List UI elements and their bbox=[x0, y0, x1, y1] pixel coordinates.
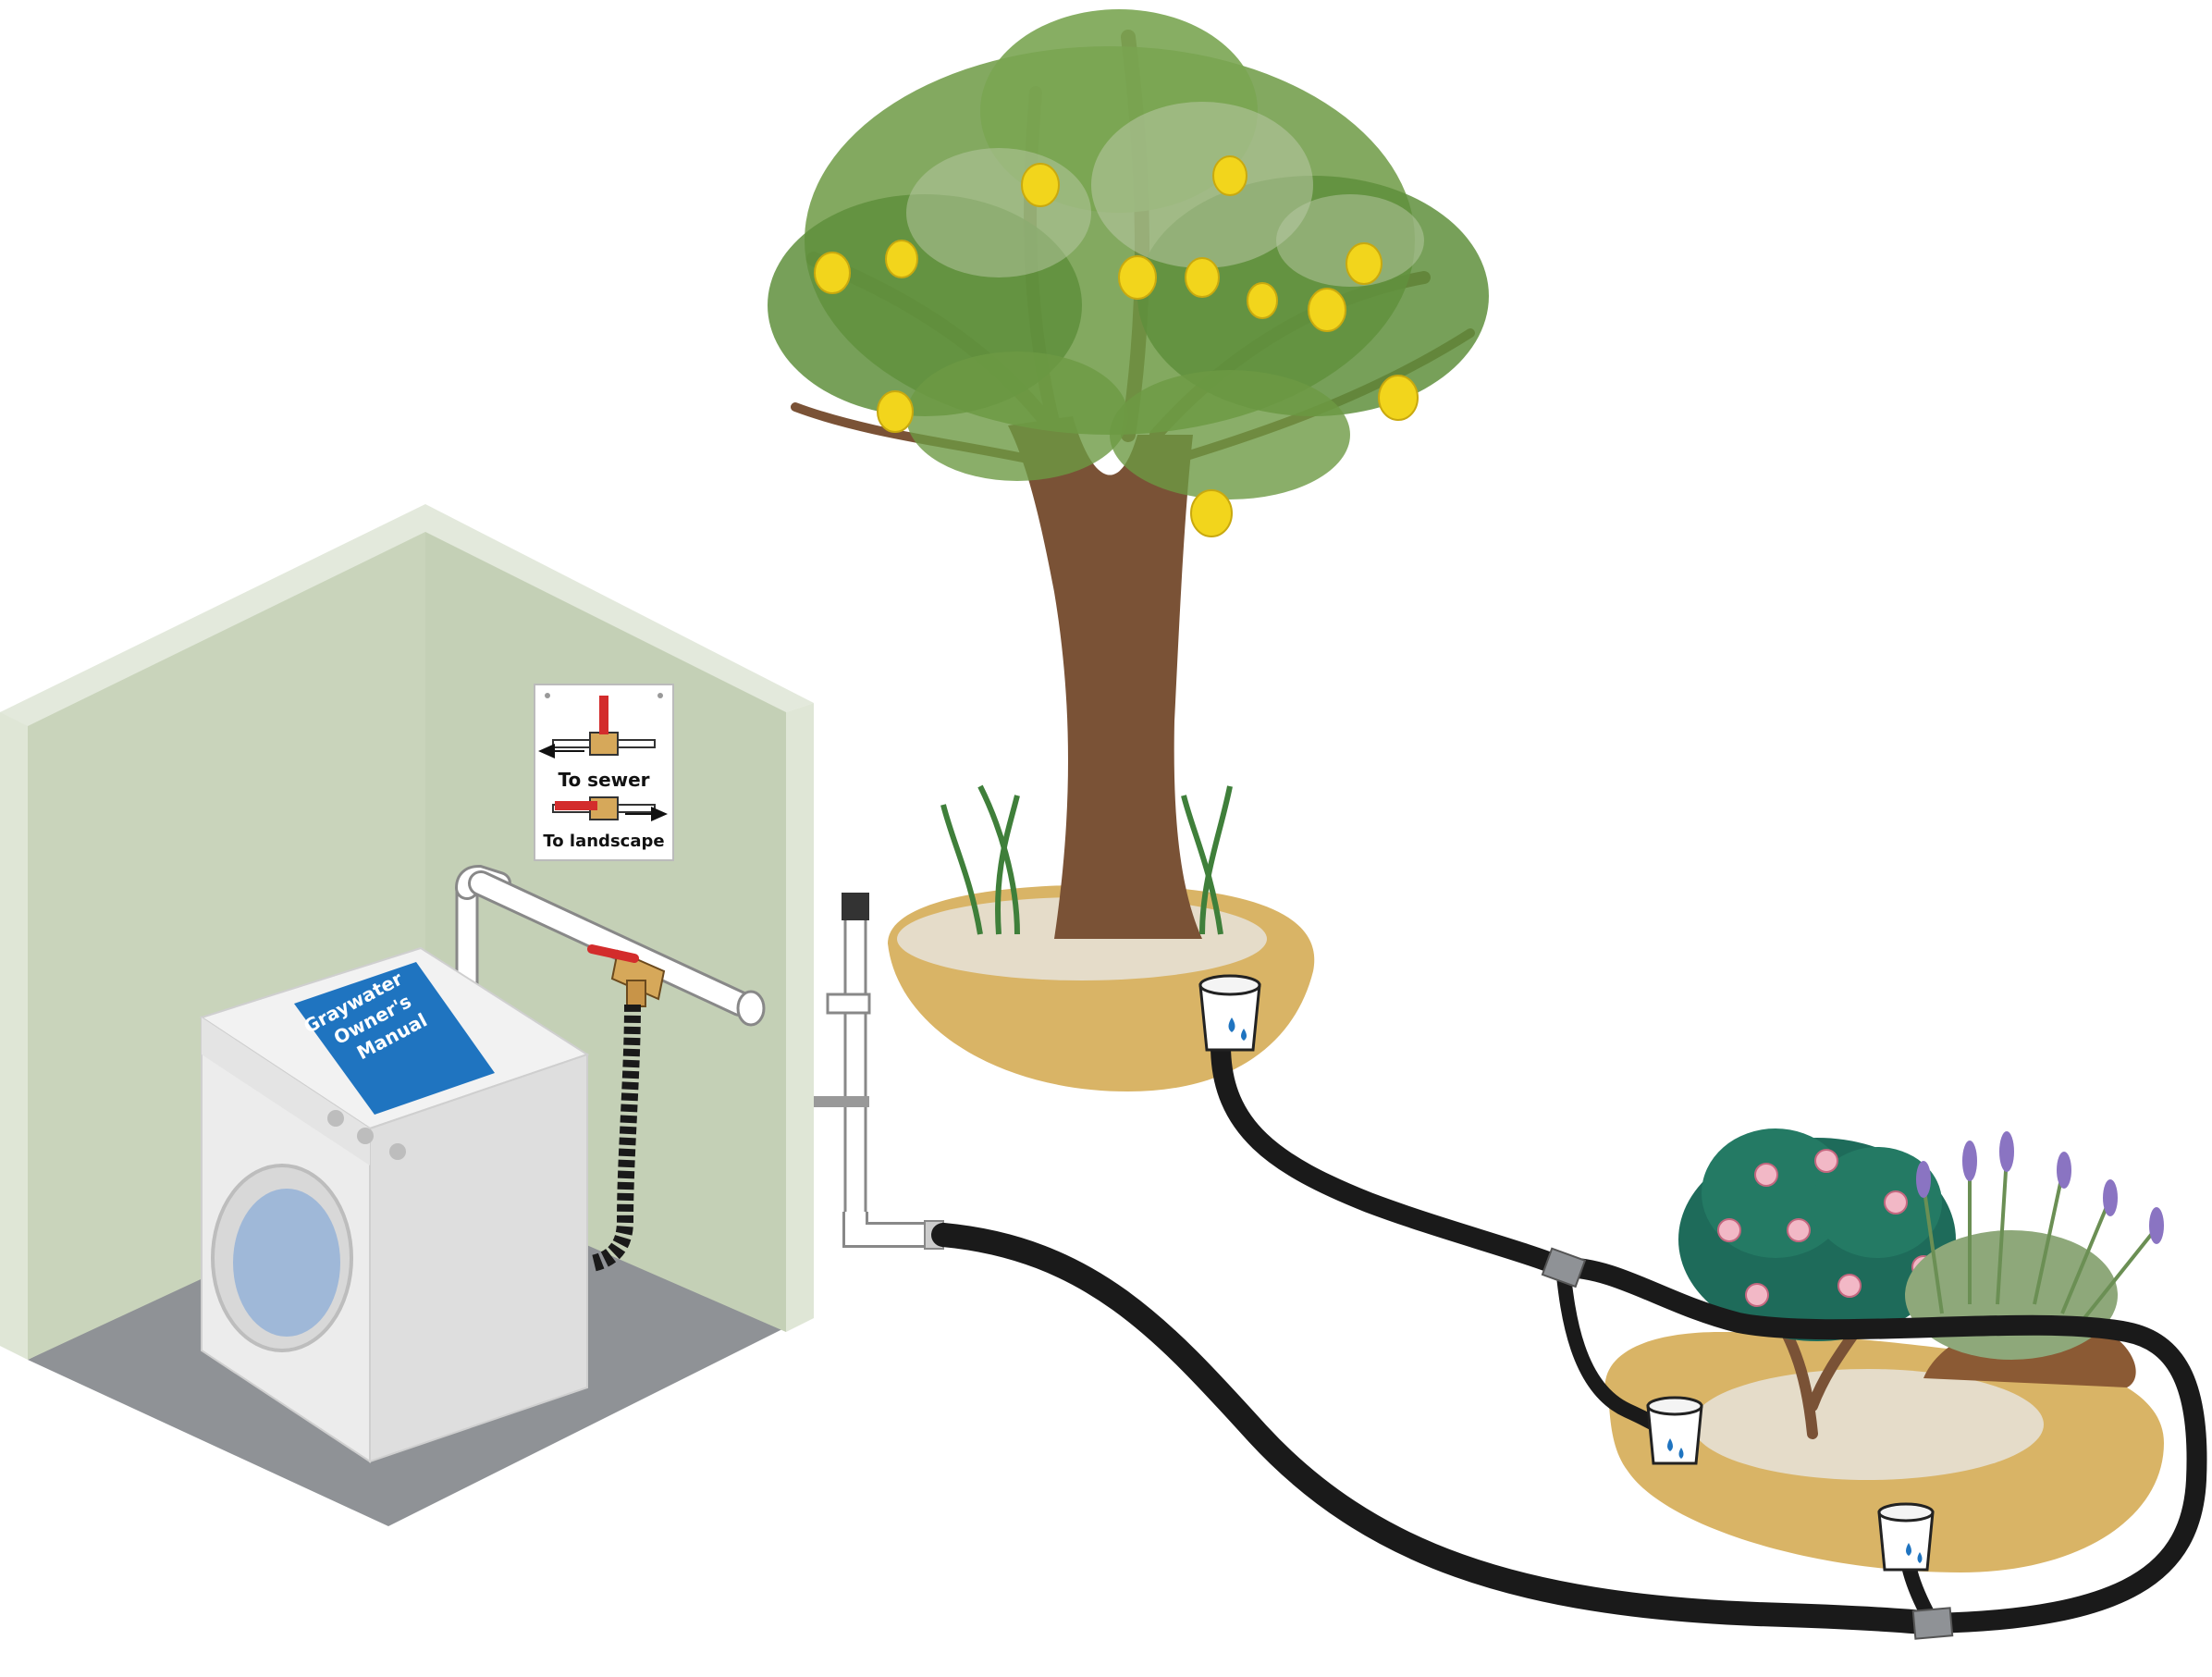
owners-manual-book: Graywater Owner's Manual bbox=[294, 962, 495, 1115]
rose-flower bbox=[1884, 1190, 1908, 1215]
rose-flower bbox=[1717, 1218, 1741, 1242]
lemon bbox=[1346, 242, 1382, 285]
lemon bbox=[1212, 155, 1247, 196]
lemon bbox=[885, 240, 918, 278]
lemon bbox=[1021, 163, 1060, 207]
water-drop-icon bbox=[1678, 1448, 1684, 1459]
mulch-shield-outlets bbox=[1198, 974, 1935, 1572]
lemon bbox=[1118, 255, 1157, 300]
shrub-loop-line bbox=[1553, 1257, 2207, 1634]
room-left-wall bbox=[0, 703, 28, 1360]
hose-tee-fittings bbox=[1541, 1247, 1954, 1640]
water-drop-icon bbox=[1667, 1438, 1673, 1451]
rose-flower bbox=[1814, 1149, 1838, 1173]
tree-branch-line bbox=[1210, 1035, 1573, 1277]
washing-machine bbox=[199, 946, 590, 1463]
lemon bbox=[1378, 375, 1419, 421]
rose-flower bbox=[1754, 1163, 1778, 1187]
rose-flower bbox=[1787, 1218, 1811, 1242]
washer-drain-hose bbox=[589, 1004, 641, 1272]
washer-drain-pipe bbox=[455, 864, 766, 1027]
lavender-spike bbox=[1962, 1141, 1977, 1181]
tee-fitting bbox=[1541, 1247, 1587, 1289]
lemon bbox=[814, 252, 851, 294]
outlet-shield-tree bbox=[1198, 974, 1261, 1052]
lemon bbox=[1247, 282, 1278, 319]
lemon bbox=[877, 390, 914, 433]
main-irrigation-line bbox=[931, 1223, 1945, 1635]
valve-icon-landscape bbox=[552, 796, 668, 821]
tee-fitting bbox=[1911, 1607, 1954, 1640]
lavender-spike bbox=[2057, 1152, 2071, 1189]
water-drop-icon bbox=[1228, 1017, 1235, 1032]
lemon bbox=[1308, 288, 1346, 332]
room-right-wall-edge bbox=[786, 703, 814, 1332]
outlet-shield-shrub-1 bbox=[1646, 1396, 1703, 1465]
washer-door-glass bbox=[233, 1189, 340, 1337]
lavender-spike bbox=[1916, 1161, 1931, 1198]
tree-trunk bbox=[1008, 416, 1202, 939]
outlet-shield-shrub-2 bbox=[1877, 1502, 1935, 1572]
lemon-tree bbox=[768, 9, 1489, 1091]
lemons bbox=[814, 155, 1419, 537]
sign-to-sewer-label: To sewer bbox=[558, 769, 649, 791]
three-way-diverter-valve bbox=[587, 944, 666, 1007]
sign-to-landscape-label: To landscape bbox=[543, 832, 664, 851]
washer-knob bbox=[327, 1110, 344, 1127]
lavender-spike bbox=[1999, 1131, 2014, 1172]
water-drop-icon bbox=[1241, 1029, 1247, 1041]
washer-knob bbox=[357, 1128, 374, 1144]
lemon bbox=[1190, 489, 1233, 537]
water-drop-icon bbox=[1906, 1543, 1911, 1556]
shrub-bed bbox=[1604, 1128, 2164, 1572]
lavender-spike bbox=[2149, 1207, 2164, 1244]
lavender-spike bbox=[2103, 1179, 2118, 1216]
valve-instruction-sign: To sewer To landscape bbox=[534, 684, 674, 861]
valve-icon-sewer bbox=[538, 696, 656, 758]
ornamental-grass bbox=[940, 784, 1233, 935]
washer-knob bbox=[389, 1143, 406, 1160]
water-drop-icon bbox=[1917, 1552, 1923, 1563]
lemon bbox=[1185, 257, 1220, 298]
rose-flower bbox=[1837, 1274, 1862, 1298]
rose-flower bbox=[1745, 1283, 1769, 1307]
valve-handle bbox=[587, 944, 639, 963]
